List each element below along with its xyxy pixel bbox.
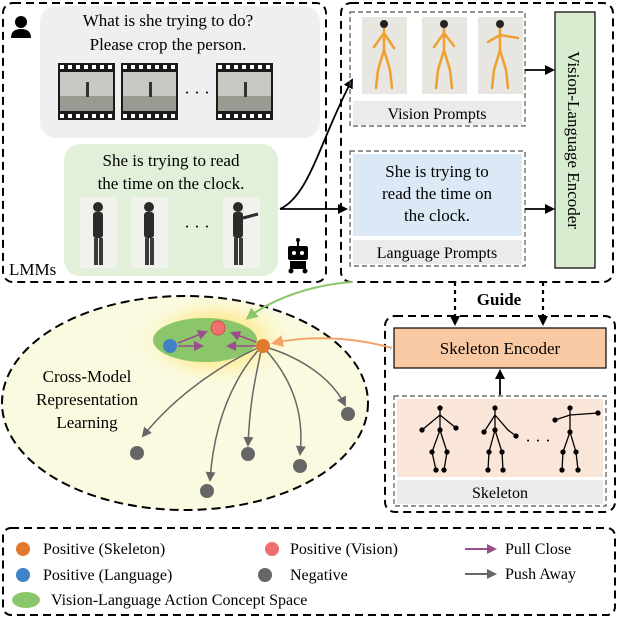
legend-border (2, 527, 616, 616)
language-prompt-line-3: the clock. (404, 206, 470, 225)
legend-negative-marker (258, 568, 272, 582)
representation-line-2: Representation (36, 390, 138, 409)
skeleton-label-bg (397, 480, 603, 504)
positive-skeleton-point (256, 339, 270, 353)
skeleton-panel: Skeleton Encoder · · · Skeleton (384, 315, 616, 513)
negative-point (293, 459, 307, 473)
guide-connector: Guide (450, 282, 548, 326)
legend-push-away: Push Away (505, 566, 576, 583)
crops-ellipsis: · · · (184, 217, 209, 236)
language-prompts-label: Language Prompts (377, 245, 497, 262)
question-line-1: What is she trying to do? (83, 11, 253, 30)
skeleton-poses (419, 405, 601, 473)
video-frame (121, 63, 178, 120)
pull-close-arrows (177, 330, 257, 351)
pull-arrow (177, 330, 208, 344)
vision-prompts-label: Vision Prompts (387, 106, 486, 123)
skeleton-encoder (393, 327, 607, 369)
legend-positive-vision: Positive (Vision) (290, 541, 398, 558)
arrow-skeleton-to-point (271, 335, 393, 349)
vision-language-encoder-label: Vision-Language Encoder (564, 51, 583, 229)
push-arrow (261, 345, 346, 407)
language-prompts-text-bg (353, 154, 522, 236)
push-arrow (243, 345, 263, 447)
skeleton-ellipsis: · · · (525, 431, 550, 450)
skeleton-box (393, 395, 607, 507)
answer-line-2: the time on the clock. (98, 174, 245, 193)
vision-prompts-label-bg (353, 101, 522, 125)
user-icon (11, 16, 31, 38)
prompts-panel-border (340, 2, 614, 283)
legend-language-marker (16, 568, 30, 582)
push-arrow (141, 345, 263, 438)
positive-language-point (163, 339, 177, 353)
cropped-person-photos (80, 197, 260, 268)
push-arrow (261, 345, 306, 456)
legend-negative: Negative (290, 567, 348, 584)
language-prompt-line-2: read the time on (382, 184, 492, 203)
robot-icon (288, 238, 308, 274)
language-prompts-label-bg (353, 240, 522, 264)
legend-concept-space: Vision-Language Action Concept Space (51, 592, 307, 609)
negative-point (130, 446, 144, 460)
representation-line-1: Cross-Model (43, 367, 132, 386)
lmm-panel-border (2, 2, 327, 283)
legend-positive-language: Positive (Language) (43, 567, 172, 584)
question-line-2: Please crop the person. (90, 35, 247, 54)
representation-space: Cross-Model Representation Learning (1, 281, 393, 511)
push-away-arrows (141, 345, 346, 482)
legend-pull-close: Pull Close (505, 541, 571, 558)
answer-line-1: She is trying to read (103, 151, 240, 170)
legend-skeleton-marker (16, 542, 30, 556)
negative-point (241, 447, 255, 461)
skeleton-label: Skeleton (472, 485, 528, 502)
skeleton-sequence-bg (397, 399, 603, 477)
skeleton-panel-border (384, 315, 616, 513)
frames-ellipsis: · · · (184, 83, 209, 102)
negative-point (200, 484, 214, 498)
guide-label: Guide (477, 290, 522, 309)
representation-line-3: Learning (56, 413, 118, 432)
arrow-vl-guide-to-concept (245, 281, 353, 320)
push-arrow (205, 345, 263, 482)
legend-concept-marker (12, 592, 40, 608)
lmm-panel: What is she trying to do? Please crop th… (2, 2, 327, 283)
positive-vision-point (210, 320, 226, 336)
video-frame (58, 63, 115, 120)
legend-positive-skeleton: Positive (Skeleton) (43, 541, 165, 558)
skeleton-encoder-label: Skeleton Encoder (440, 339, 561, 358)
vision-prompts-box (349, 11, 526, 127)
lmm-label: LMMs (9, 260, 56, 279)
vision-prompt-images (362, 17, 523, 94)
vision-language-encoder (554, 11, 596, 269)
prompts-panel: Vision Prompts She is trying to read the… (340, 2, 614, 283)
video-frame (216, 63, 273, 120)
legend: Positive (Skeleton) Positive (Language) … (2, 527, 616, 616)
concept-space-ellipse (153, 318, 257, 362)
language-prompt-line-1: She is trying to (385, 162, 488, 181)
video-frames (58, 63, 273, 120)
pull-arrow (230, 331, 257, 343)
negative-point (341, 407, 355, 421)
legend-vision-marker (265, 542, 279, 556)
